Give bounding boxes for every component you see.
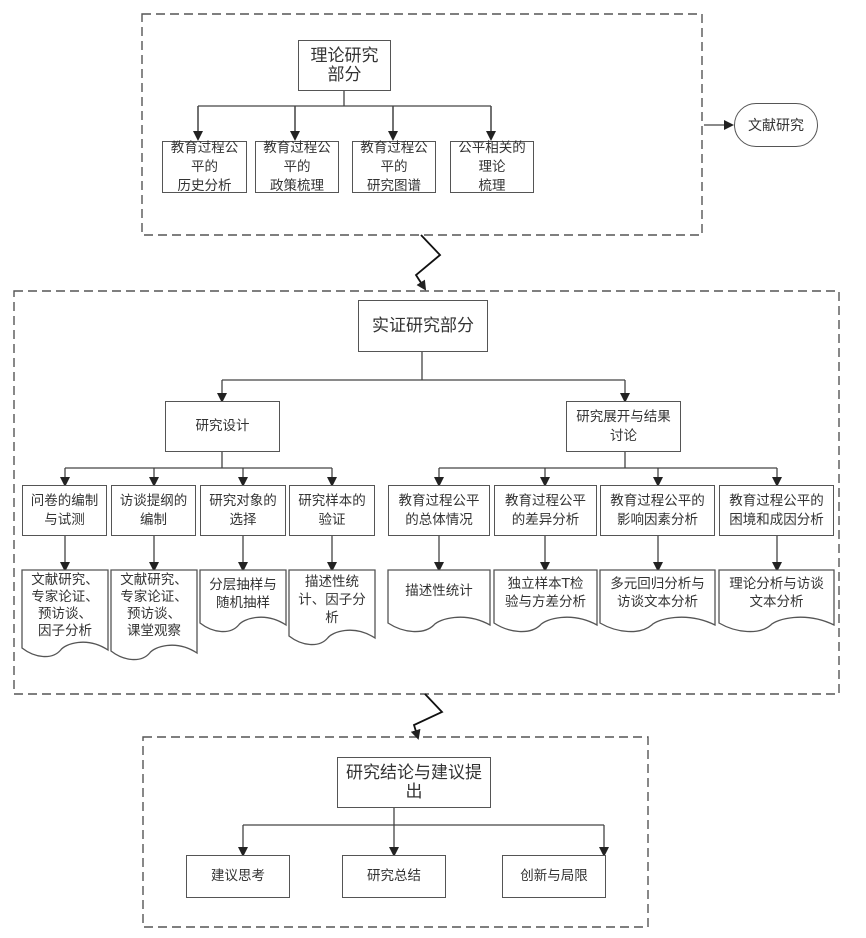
results-item-label: 教育过程公平 的总体情况 <box>398 492 480 528</box>
theory-title-box: 理论研究部分 <box>298 40 391 91</box>
results-item: 教育过程公平 的差异分析 <box>494 485 597 536</box>
theory-item-label: 教育过程公平的 历史分析 <box>170 139 239 194</box>
results-item-label: 教育过程公平的 影响因素分析 <box>610 492 705 528</box>
theory-item-map: 教育过程公平的 研究图谱 <box>352 139 436 194</box>
design-method-label: 分层抽样与 随机抽样 <box>209 577 277 611</box>
theory-item-history: 教育过程公平的 历史分析 <box>162 139 247 194</box>
document-shape <box>110 569 198 661</box>
conclusion-title: 研究结论与建议提出 <box>346 762 482 802</box>
design-item-label: 研究对象的 选择 <box>209 492 277 528</box>
lightning-connector-1 <box>414 234 442 291</box>
design-method-doc: 文献研究、 专家论证、 预访谈、 因子分析 <box>22 570 108 640</box>
results-item: 教育过程公平 的总体情况 <box>388 485 490 536</box>
design-item: 问卷的编制 与试测 <box>22 485 107 536</box>
research-results-label: 研究展开与结果 讨论 <box>576 408 671 444</box>
document-shape <box>199 569 287 633</box>
research-results-box: 研究展开与结果 讨论 <box>566 401 681 452</box>
empirical-title-box: 实证研究部分 <box>358 300 488 352</box>
empirical-section-border <box>13 290 840 695</box>
results-method-label: 独立样本T检 验与方差分析 <box>505 576 586 610</box>
document-shape <box>718 569 835 633</box>
results-item: 教育过程公平的 影响因素分析 <box>600 485 715 536</box>
design-method-label: 文献研究、 专家论证、 预访谈、 课堂观察 <box>120 572 188 639</box>
conclusion-section-border <box>142 736 649 928</box>
design-method-doc: 分层抽样与 随机抽样 <box>200 570 286 612</box>
document-shape <box>599 569 716 633</box>
design-method-label: 描述性统 计、因子分 析 <box>298 574 366 626</box>
conclusion-item-summary: 研究总结 <box>342 855 446 898</box>
conclusion-item-label: 建议思考 <box>211 868 265 884</box>
document-shape <box>288 569 376 646</box>
design-item-label: 访谈提纲的 编制 <box>119 492 188 528</box>
document-shape <box>21 569 109 658</box>
results-method-label: 描述性统计 <box>405 583 473 599</box>
conclusion-item-label: 研究总结 <box>367 868 421 884</box>
design-item: 研究样本的 验证 <box>289 485 375 536</box>
conclusion-item-suggestions: 建议思考 <box>186 855 290 898</box>
design-method-doc: 描述性统 计、因子分 析 <box>289 570 375 627</box>
theory-item-related: 公平相关的理论 梳理 <box>450 139 534 194</box>
conclusion-title-box: 研究结论与建议提出 <box>337 757 491 808</box>
design-item: 访谈提纲的 编制 <box>111 485 196 536</box>
design-item: 研究对象的 选择 <box>200 485 286 536</box>
results-method-doc: 理论分析与访谈 文本分析 <box>719 570 834 611</box>
theory-item-label: 教育过程公平的 研究图谱 <box>360 139 428 194</box>
results-item: 教育过程公平的 困境和成因分析 <box>719 485 834 536</box>
theory-item-policy: 教育过程公平的 政策梳理 <box>255 139 339 194</box>
results-method-doc: 多元回归分析与 访谈文本分析 <box>600 570 715 611</box>
results-method-doc: 独立样本T检 验与方差分析 <box>494 570 597 611</box>
research-design-box: 研究设计 <box>165 401 280 452</box>
research-design-label: 研究设计 <box>195 418 250 434</box>
design-method-label: 文献研究、 专家论证、 预访谈、 因子分析 <box>31 572 99 639</box>
theory-item-label: 教育过程公平的 政策梳理 <box>263 139 331 194</box>
literature-research-label: 文献研究 <box>748 118 804 134</box>
results-method-doc: 描述性统计 <box>388 570 490 600</box>
results-item-label: 教育过程公平的 困境和成因分析 <box>729 492 824 528</box>
empirical-title: 实证研究部分 <box>372 315 474 336</box>
results-method-label: 理论分析与访谈 文本分析 <box>729 576 824 610</box>
theory-section-border <box>141 13 703 236</box>
design-item-label: 问卷的编制 与试测 <box>30 492 99 528</box>
theory-title: 理论研究部分 <box>310 45 379 85</box>
document-shape <box>387 569 491 633</box>
document-shape <box>493 569 598 633</box>
results-item-label: 教育过程公平 的差异分析 <box>505 492 586 528</box>
design-method-doc: 文献研究、 专家论证、 预访谈、 课堂观察 <box>111 570 197 640</box>
results-method-label: 多元回归分析与 访谈文本分析 <box>610 576 705 610</box>
conclusion-item-label: 创新与局限 <box>520 868 588 884</box>
lightning-connector-2 <box>410 693 444 740</box>
conclusion-item-innovation: 创新与局限 <box>502 855 606 898</box>
theory-item-label: 公平相关的理论 梳理 <box>458 139 526 194</box>
design-item-label: 研究样本的 验证 <box>298 492 366 528</box>
literature-research-pill: 文献研究 <box>734 103 818 147</box>
